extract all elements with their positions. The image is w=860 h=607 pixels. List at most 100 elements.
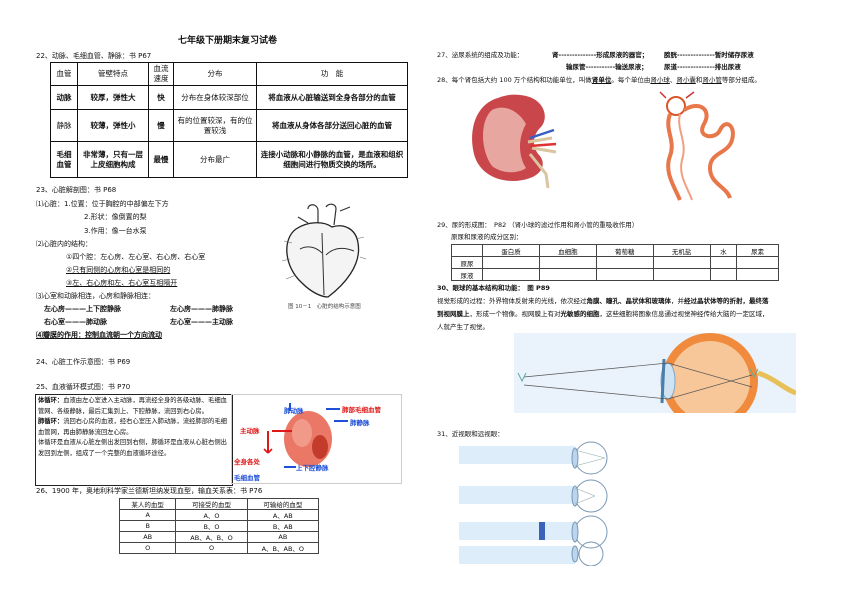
- blood-cell: AB: [246, 531, 320, 543]
- blood-cell: A、AB: [246, 509, 320, 521]
- circulation-summary: 体循环是血液从心脏左侧出发回到右侧，肺循环是血液从心脏右侧出发回到左侧，组成了一…: [38, 439, 227, 457]
- q28-glomerulus: 肾小球: [650, 76, 670, 84]
- q30-part: ，并: [671, 297, 684, 305]
- q29-heading: 29、尿的形成图： P82 （肾小球的滤过作用和肾小管的重吸收作用）: [437, 221, 639, 229]
- urine-header-cell: 尿素: [736, 244, 779, 257]
- q23-line: 左心室———主动脉: [170, 318, 233, 326]
- vessel-speed: 慢: [148, 109, 174, 142]
- vessel-func: 连接小动脉和小静脉的血管，是血液和组织细胞间进行物质交换的场所。: [256, 141, 408, 178]
- urine-cell: [482, 256, 540, 269]
- vessel-header-cell: 分布: [173, 62, 257, 86]
- q30-part: ，这些细胞将图象信息通过视觉神经传给大脑的一定区域，: [599, 310, 769, 318]
- urine-header-cell: 葡萄糖: [595, 244, 654, 257]
- eye-structure-image: [514, 333, 796, 413]
- vessel-func: 将血液从身体各部分送回心脏的血管: [256, 109, 408, 142]
- vessel-header-cell: 功 能: [256, 62, 408, 86]
- q23-line: 3.作用：像一台水泵: [84, 227, 147, 235]
- blood-header-cell: 可输给的血型: [246, 498, 320, 510]
- urine-row-label: 原尿: [451, 256, 483, 269]
- circulation-diagram: 肺动脉 肺部毛细血管 主动脉 肺静脉 全身各处 上下腔静脉 毛细血管: [231, 394, 402, 484]
- heart-figure-caption: 图 10－1 心脏的结构示意图: [288, 304, 361, 310]
- vessel-wall: 较薄，弹性小: [77, 109, 149, 142]
- vessel-func: 将血液从心脏输送到全身各部分的血管: [256, 85, 408, 110]
- q23-line: ③左、右心房和左、右心室互相隔开: [66, 279, 178, 287]
- label-pulmonary-artery: 肺动脉: [284, 407, 304, 415]
- blood-cell: A: [118, 509, 177, 521]
- urine-compare-table: 蛋白质 血细胞 葡萄糖 无机盐 水 尿素 原尿 尿液: [451, 244, 779, 281]
- q30-heading: 30、眼球的基本结构和功能： 图 P89: [437, 284, 550, 292]
- vessel-dist: 分布最广: [173, 141, 257, 178]
- urine-cell: [652, 256, 711, 269]
- blood-cell: A、O: [175, 509, 248, 521]
- q30-key: ，最终落: [742, 297, 769, 305]
- urine-cell: [595, 268, 654, 281]
- myopia-hyperopia-diagram: [459, 441, 608, 566]
- vessel-header-cell: 管壁特点: [77, 62, 149, 86]
- q28-text: 28、每个肾包括大约 100 万个结构和功能单位，叫做肾单位。每个单位由肾小球、…: [437, 76, 761, 85]
- q23-line: ⑶心室和动脉相连，心房和静脉相连：: [36, 292, 155, 300]
- q30-key: 经过晶状体等的折射: [684, 297, 743, 305]
- blood-cell: B、O: [175, 520, 248, 532]
- blood-header-cell: 某人的血型: [118, 498, 177, 510]
- blood-cell: B: [118, 520, 177, 532]
- urine-cell: [709, 268, 738, 281]
- q27-kidney: 肾--------------形成尿液的器官；: [552, 51, 649, 59]
- q27-bladder: 膀胱--------------暂时储存尿液: [664, 51, 754, 59]
- q28-tubule: 肾小管: [702, 76, 722, 84]
- q30-part: 视觉形成的过程：外界物体反射来的光线，依次经过: [437, 297, 587, 305]
- vessel-dist: 分布在身体较深部位: [173, 85, 257, 110]
- heart-structure-figure: [281, 203, 367, 298]
- q23-line: ①四个腔：左心房、左心室、右心房、右心室: [66, 253, 206, 261]
- urine-row-label: 尿液: [451, 268, 483, 281]
- q28-part: 等部分组成。: [721, 76, 761, 84]
- blood-cell: A、B、AB、O: [246, 542, 320, 554]
- q31-heading: 31、近视眼和远视眼：: [437, 430, 504, 438]
- urine-cell: [482, 268, 540, 281]
- vessel-speed: 快: [148, 85, 174, 110]
- q23-line: ⑵心脏内的结构：: [36, 240, 92, 248]
- q22-heading: 22、动脉、毛细血管、静脉：书 P67: [36, 52, 152, 60]
- label-lung-capillaries: 肺部毛细血管: [342, 406, 381, 414]
- systemic-text: 血液由左心室进入主动脉，再流经全身的各级动脉、毛细血管网、各级静脉，最后汇集到上…: [38, 397, 227, 415]
- vessel-wall: 非常薄，只有一层上皮细胞构成: [77, 141, 149, 178]
- q27-ureter: 输尿管-----------输送尿液；: [566, 63, 648, 71]
- blood-cell: AB: [118, 531, 177, 543]
- q27-heading: 27、泌尿系统的组成及功能：: [437, 51, 524, 59]
- q28-nephron: 肾单位: [591, 76, 612, 84]
- q30-line3: 人就产生了视觉。: [437, 323, 489, 331]
- urine-header-cell: [451, 244, 483, 257]
- kidney-image: [472, 94, 557, 189]
- q30-key: 角膜、瞳孔、晶状体和玻璃体: [586, 297, 672, 305]
- urine-cell: [736, 256, 779, 269]
- urine-cell: [709, 256, 738, 269]
- label-pulmonary-vein: 肺静脉: [350, 419, 370, 427]
- q28-sep: 、: [669, 76, 677, 84]
- vessel-dist: 有的位置较深，有的位置较浅: [173, 109, 257, 142]
- blood-cell: O: [175, 542, 248, 554]
- pulmonary-label: 肺循环：: [38, 418, 64, 425]
- blood-cell: B、AB: [246, 520, 320, 532]
- q30-part: ，形成一个物像。视网膜上有对: [469, 310, 561, 318]
- q27-urethra: 尿道--------------排出尿液: [664, 63, 741, 71]
- nephron-image: [659, 91, 735, 201]
- vessel-speed: 最慢: [148, 141, 174, 178]
- label-vena-cava: 上下腔静脉: [296, 464, 329, 472]
- q30-key: 到视网膜上: [437, 310, 470, 318]
- urine-cell: [538, 268, 597, 281]
- urine-header-cell: 蛋白质: [482, 244, 540, 257]
- label-whole-body: 全身各处: [234, 458, 260, 466]
- page-title: 七年级下册期末复习试卷: [178, 36, 278, 46]
- q30-line2: 到视网膜上，形成一个物像。视网膜上有对光敏感的细胞，这些细胞将图象信息通过视觉神…: [437, 310, 769, 319]
- q29-subheading: 原尿和尿液的成分区别：: [451, 233, 523, 241]
- urine-cell: [652, 268, 711, 281]
- vessel-header-cell: 血管: [50, 62, 78, 86]
- q28-part: 28、每个肾包括大约 100 万个结构和功能单位，叫做: [437, 76, 592, 84]
- vessel-table: 血管 管壁特点 血流速度 分布 功 能 动脉 较厚，弹性大 快 分布在身体较深部…: [50, 62, 408, 178]
- vessel-wall: 较厚，弹性大: [77, 85, 149, 110]
- q23-heading: 23、心脏解剖图：书 P68: [36, 186, 117, 194]
- q23-line: 2.形状：像倒置的梨: [84, 213, 147, 221]
- q30-line1: 视觉形成的过程：外界物体反射来的光线，依次经过角膜、瞳孔、晶状体和玻璃体，并经过…: [437, 297, 769, 306]
- q28-and: 和: [695, 76, 703, 84]
- q28-part: 。每个单位由: [611, 76, 651, 84]
- blood-header-cell: 可接受的血型: [175, 498, 248, 510]
